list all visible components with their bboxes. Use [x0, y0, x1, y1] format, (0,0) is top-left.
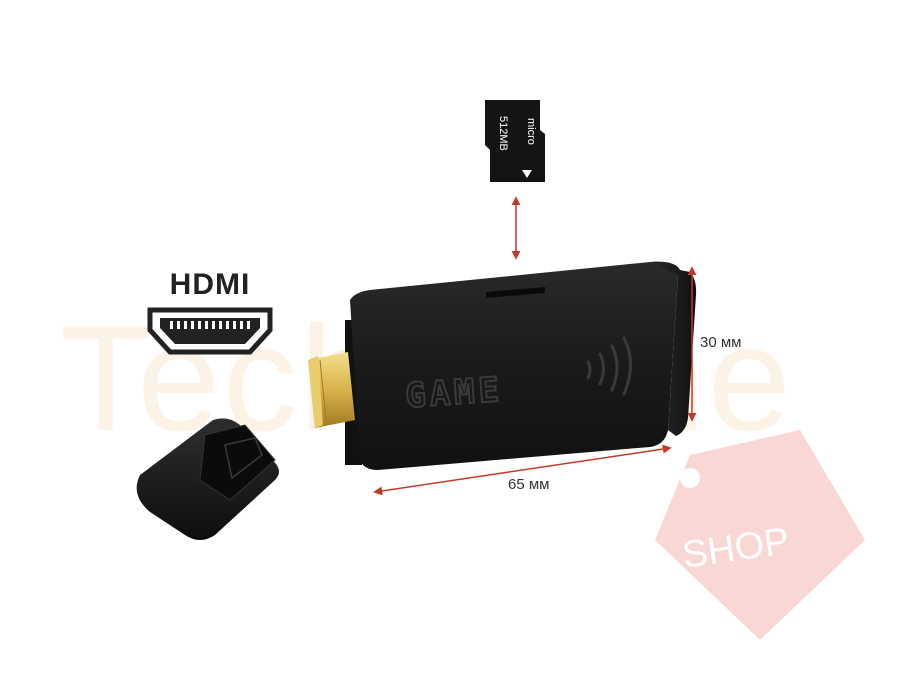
hdmi-connector-icon: [147, 307, 273, 355]
microsd-card: micro 512MB: [485, 100, 545, 182]
dimension-height-label: 30 мм: [700, 334, 742, 351]
hdmi-protective-cap: [136, 418, 279, 540]
watermark-shop-tag: SHOP: [655, 430, 865, 640]
microsd-direction-arrow-icon: [522, 170, 532, 178]
microsd-capacity-text: 512MB: [497, 116, 509, 151]
device-game-label: GAME: [404, 370, 504, 417]
dimension-width-line: [373, 444, 672, 496]
hdmi-logo: HDMI: [147, 268, 273, 355]
dimension-width-label: 65 мм: [508, 476, 550, 493]
microsd-brand-text: micro: [525, 118, 537, 145]
hdmi-wordmark: HDMI: [170, 268, 251, 301]
wireless-signal-icon: [586, 336, 632, 396]
game-stick-body: GAME: [350, 261, 697, 470]
